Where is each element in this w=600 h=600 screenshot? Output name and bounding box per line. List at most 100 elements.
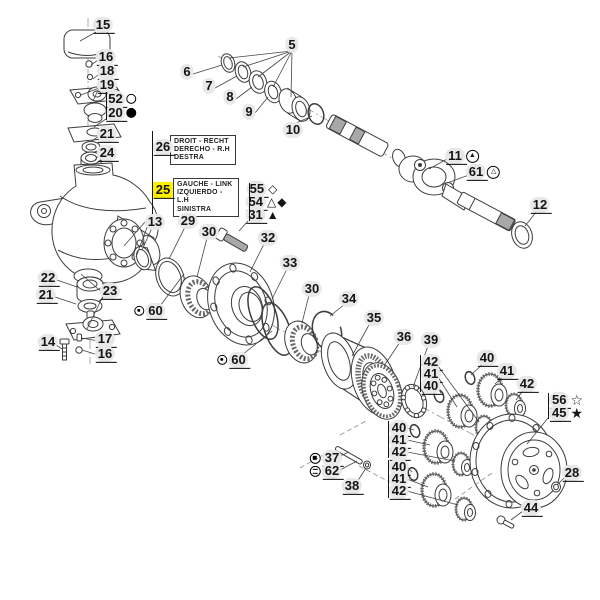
- bullseye-marker: [217, 354, 228, 365]
- part-label-60: 60: [134, 302, 169, 321]
- part-number: 36: [393, 328, 415, 346]
- part-label-9: 9: [242, 103, 256, 121]
- part-label-12: 12: [529, 196, 553, 215]
- part-label-16: 16: [94, 345, 118, 364]
- part-number: 35: [363, 309, 385, 327]
- tri-f-marker: ▲: [266, 207, 279, 222]
- part-label-31: 31▲: [245, 206, 279, 225]
- part-label-13: 13: [144, 213, 166, 231]
- sq-circled-marker: [309, 452, 321, 464]
- part-label-25: 25: [152, 181, 176, 200]
- part-label-44: 44: [520, 499, 544, 518]
- part-number: 20: [105, 104, 129, 123]
- callout-line: SINISTRA: [177, 205, 212, 213]
- tri-f-circled-marker: ▲: [465, 149, 479, 163]
- part-number: 28: [561, 464, 585, 483]
- label-group-bar: [249, 183, 251, 221]
- part-number: 42: [388, 482, 412, 501]
- planet-gears-41: [420, 372, 508, 508]
- part-label-30: 30: [301, 280, 323, 298]
- star-f-marker: ★: [570, 404, 584, 421]
- part-label-10: 10: [282, 121, 304, 139]
- part-label-42: 42: [516, 375, 540, 394]
- nut-28: [551, 481, 561, 493]
- part-label-40: 40: [420, 377, 444, 396]
- part-label-20: 20: [105, 104, 137, 123]
- wheel-hub-32: [207, 262, 275, 346]
- part-label-28: 28: [561, 464, 585, 483]
- part-label-42: 42: [388, 482, 412, 501]
- part-label-22: 22: [37, 269, 61, 288]
- part-label-61: 61△: [465, 163, 501, 182]
- part-number: 9: [242, 103, 256, 121]
- left-side-callout-box: GAUCHE - LINK IZQUIERDO - L.H SINISTRA: [173, 178, 239, 217]
- part-label-15: 15: [92, 16, 116, 35]
- part-number: 23: [99, 282, 123, 301]
- part-number: 54: [245, 193, 269, 212]
- part-number: 33: [279, 254, 301, 272]
- bullseye-marker: [134, 305, 145, 316]
- part-number: 13: [144, 213, 166, 231]
- callout-line: DESTRA: [174, 154, 204, 162]
- part-number: 24: [96, 144, 120, 163]
- leader-lines: [54, 31, 567, 521]
- part-label-17: 17: [94, 330, 118, 349]
- part-label-6: 6: [180, 63, 194, 81]
- part-number: 16: [94, 345, 118, 364]
- part-number: 60: [228, 351, 252, 370]
- part-label-38: 38: [341, 477, 365, 496]
- driven-disc-36: [361, 362, 403, 420]
- part-label-54: 54△◆: [245, 193, 287, 212]
- part-number: 61: [465, 163, 489, 182]
- o-ring-33: [247, 286, 279, 340]
- star-o-marker: ☆: [570, 391, 584, 408]
- label-group-bar: [388, 421, 390, 458]
- tri-o-circled-marker: △: [487, 165, 501, 179]
- part-number: 60: [145, 302, 169, 321]
- label-group-bar: [420, 355, 422, 392]
- part-number: 8: [223, 88, 237, 106]
- label-group-bar: [106, 92, 108, 120]
- diamond-o-marker: ◇: [268, 181, 278, 196]
- part-label-23: 23: [99, 282, 123, 301]
- part-label-34: 34: [338, 290, 360, 308]
- diamond-f-marker: ◆: [277, 194, 287, 209]
- part-label-32: 32: [257, 229, 279, 247]
- part-number: 30: [301, 280, 323, 298]
- part-number: 42: [516, 375, 540, 394]
- part-number: 22: [37, 269, 61, 288]
- part-label-36: 36: [393, 328, 415, 346]
- part-label-21: 21: [35, 286, 59, 305]
- part-number: 21: [96, 125, 120, 144]
- callout-line: DROIT - RECHT: [174, 137, 229, 145]
- part-number: 10: [282, 121, 304, 139]
- swivel-seal-ring-set: [220, 53, 325, 126]
- part-label-56: 56☆: [548, 391, 584, 410]
- stripes-circled-marker: [309, 465, 321, 477]
- circle-o-marker: [126, 93, 137, 104]
- part-label-35: 35: [363, 309, 385, 327]
- part-number: 38: [341, 477, 365, 496]
- ring-gear-drum-35: [320, 332, 398, 416]
- planetary-gear-sets: [407, 370, 526, 522]
- part-label-45: 45★: [548, 404, 584, 423]
- right-side-callout-box: DROIT - RECHT DERECHO - R.H DESTRA: [170, 135, 236, 166]
- part-number: 30: [198, 223, 220, 241]
- part-label-40: 40: [476, 349, 500, 368]
- circle-f-marker: [126, 107, 137, 118]
- part-number: 44: [520, 499, 544, 518]
- label-group-bar: [548, 393, 550, 419]
- part-number: 62: [321, 462, 345, 481]
- part-label-16: 16: [95, 48, 119, 67]
- part-label-7: 7: [202, 77, 216, 95]
- cover-bolt-44: [496, 515, 515, 529]
- part-number: 6: [180, 63, 194, 81]
- part-number: 21: [35, 286, 59, 305]
- part-label-41: 41: [496, 362, 520, 381]
- part-number: 29: [177, 212, 199, 230]
- part-number: 14: [37, 333, 61, 352]
- part-number: 25: [152, 181, 176, 200]
- part-number: 15: [92, 16, 116, 35]
